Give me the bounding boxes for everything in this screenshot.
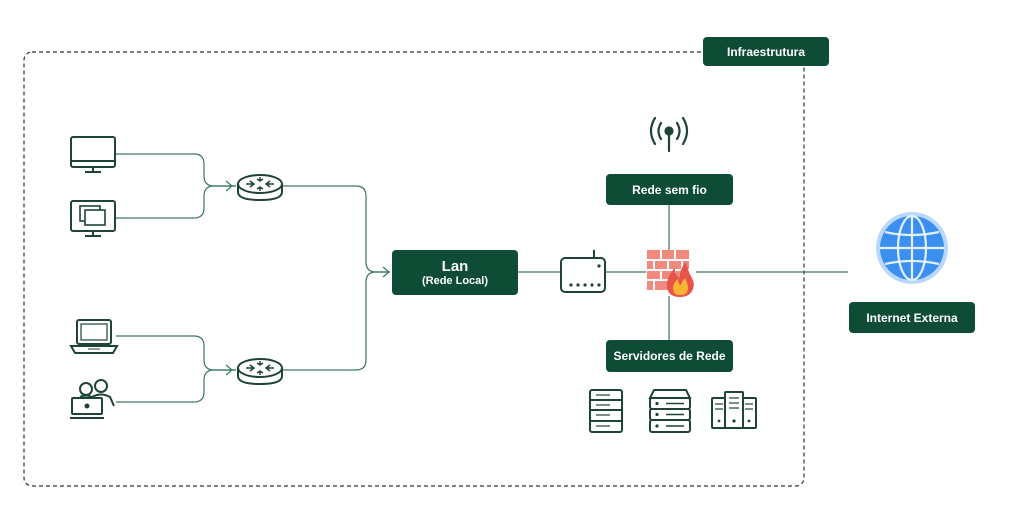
infrastructure-label-text: Infraestrutura [726, 44, 806, 59]
wireless-label: Rede sem fio [606, 174, 733, 205]
server-towers-icon [711, 391, 757, 429]
servers-label: Servidores de Rede [606, 340, 733, 372]
connector-lan-arrow [382, 266, 390, 278]
connector-router1-arrow [225, 180, 233, 192]
router-icon [237, 358, 283, 386]
globe-icon [876, 212, 948, 284]
users-icon [70, 379, 115, 419]
router-icon [237, 174, 283, 202]
connector-router2-arrow [225, 364, 233, 376]
wireless-label-text: Rede sem fio [632, 182, 707, 197]
connector-laptop-router2 [116, 335, 236, 371]
connector-router1-lan [282, 185, 390, 273]
wireless-antenna-icon [649, 116, 689, 153]
server-stack-icon [648, 389, 692, 433]
lan-label: Lan (Rede Local) [392, 250, 518, 295]
connector-users-router2 [116, 369, 236, 403]
infrastructure-boundary [23, 51, 805, 487]
modem-icon [560, 250, 606, 293]
lan-label-main: Lan [441, 257, 469, 275]
infrastructure-label: Infraestrutura [703, 37, 829, 66]
firewall-icon [647, 250, 694, 297]
server-rack-icon [589, 389, 623, 433]
desktop-monitor-icon [70, 136, 116, 173]
connector-windows-router1 [116, 185, 236, 219]
laptop-icon [69, 319, 119, 354]
connector-router2-lan [282, 271, 390, 371]
windows-monitor-icon [70, 200, 116, 237]
servers-label-text: Servidores de Rede [613, 349, 726, 363]
internet-label-text: Internet Externa [866, 310, 958, 325]
lan-label-sub: (Rede Local) [421, 274, 488, 287]
internet-label: Internet Externa [849, 302, 975, 333]
connector-desktop-router1 [116, 153, 236, 187]
connector-lines [116, 153, 848, 403]
